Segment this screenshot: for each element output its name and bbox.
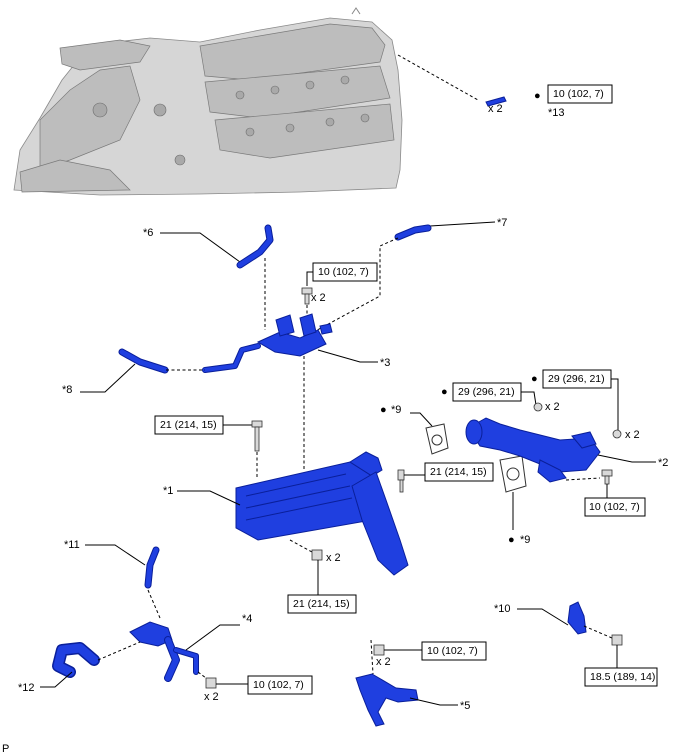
bullet-pipe-left: ● (441, 386, 448, 398)
torque-bracket10: 18.5 (189, 14) (590, 671, 655, 683)
callout-13: *13 (548, 107, 565, 119)
nut-left[interactable] (533, 402, 543, 412)
bracket-3[interactable] (256, 313, 333, 357)
leader-7 (429, 221, 496, 227)
callout-7: *7 (497, 217, 507, 229)
footer-code: P (2, 743, 9, 755)
torque-cooler-side: 21 (214, 15) (430, 466, 487, 478)
dash-pipe-bolt (565, 477, 601, 481)
bracket-5[interactable] (355, 673, 419, 727)
leader-3 (317, 349, 378, 363)
dash-4-bolt (197, 671, 207, 679)
bolt-pipe-bottom[interactable] (601, 469, 613, 485)
leader-5 (409, 697, 458, 706)
torque-box-cooler-bottom (287, 594, 357, 614)
hose-12[interactable] (52, 642, 100, 678)
quantity-bracket: x 2 (311, 292, 326, 304)
bolt-cooler-bottom[interactable] (311, 549, 323, 561)
bullet-pipe-right: ● (531, 373, 538, 385)
callout-5: *5 (460, 700, 470, 712)
leader-11 (85, 544, 146, 566)
dash-11-4 (147, 589, 161, 619)
bolt-cooler-side[interactable] (397, 469, 405, 493)
callout-9a: *9 (391, 404, 401, 416)
dash-10-bolt (583, 625, 613, 639)
torque-box-bracket5 (421, 641, 487, 661)
callout-2: *2 (658, 457, 668, 469)
pipe-8[interactable] (118, 343, 261, 374)
callout-9b: *9 (520, 534, 530, 546)
leader-4 (185, 624, 240, 651)
egr-pipe-2[interactable] (465, 417, 601, 483)
torque-box-top (547, 84, 613, 104)
leader-bracket-torque (306, 271, 313, 286)
callout-4: *4 (242, 613, 252, 625)
bracket-10[interactable] (567, 601, 587, 635)
gasket-9a[interactable] (425, 423, 449, 455)
quantity-top: x 2 (488, 103, 503, 115)
callout-3: *3 (380, 357, 390, 369)
bullet-top: ● (534, 90, 541, 102)
dash-5-bolt (370, 639, 374, 675)
quantity-pipe4: x 2 (204, 691, 219, 703)
bullet-9b: ● (508, 534, 515, 546)
quantity-nut-right: x 2 (625, 429, 640, 441)
engine-to-clip-line (397, 54, 479, 101)
torque-cooler-bottom: 21 (214, 15) (293, 598, 350, 610)
torque-box-pipe-bottom (584, 497, 646, 517)
torque-pipe4: 10 (102, 7) (253, 679, 304, 691)
leader-pipe-left (521, 391, 537, 406)
callout-6: *6 (143, 227, 153, 239)
dash-cooler-bottom (289, 539, 313, 553)
nut-right[interactable] (612, 429, 622, 439)
torque-bracket: 10 (102, 7) (318, 266, 369, 278)
leader-6 (160, 232, 241, 263)
torque-top: 10 (102, 7) (553, 88, 604, 100)
bolt-bracket10[interactable] (611, 634, 623, 646)
callout-1: *1 (163, 485, 173, 497)
callout-10: *10 (494, 603, 511, 615)
quantity-cooler: x 2 (326, 552, 341, 564)
callout-8: *8 (62, 384, 72, 396)
leader-8 (80, 363, 136, 393)
torque-box-pipe4 (247, 675, 313, 695)
callout-11: *11 (64, 539, 80, 551)
leader-pipe-right (611, 378, 619, 430)
quantity-bracket5: x 2 (376, 656, 391, 668)
leader-2 (597, 454, 656, 463)
pipe-7[interactable] (394, 224, 432, 241)
torque-cooler-top: 21 (214, 15) (160, 419, 217, 431)
leader-1 (177, 490, 241, 506)
gasket-9b[interactable] (499, 455, 527, 493)
torque-box-bracket10 (584, 667, 658, 687)
egr-cooler-1[interactable] (235, 451, 409, 576)
engine-bolt-details (92, 75, 370, 166)
dash-7-bracket (309, 237, 399, 335)
torque-box-cooler-side (424, 462, 494, 482)
bullet-9a: ● (380, 404, 387, 416)
bolt-cooler-top[interactable] (251, 420, 263, 452)
pipe-11[interactable] (144, 546, 160, 589)
engine-illustration (13, 7, 403, 196)
torque-pipe-bottom: 10 (102, 7) (589, 501, 640, 513)
pipe-4[interactable] (129, 621, 199, 682)
callout-12: *12 (18, 682, 35, 694)
bolt-bracket5[interactable] (373, 644, 385, 656)
quantity-nut-left: x 2 (545, 401, 560, 413)
clip-13[interactable] (485, 96, 507, 107)
bolt-bracket[interactable] (301, 287, 313, 305)
bolt-pipe4[interactable] (205, 677, 217, 689)
torque-bracket5: 10 (102, 7) (427, 645, 478, 657)
leader-10 (517, 608, 569, 626)
pipe-6[interactable] (236, 224, 274, 269)
torque-pipe-right: 29 (296, 21) (548, 373, 605, 385)
dash-12-4 (97, 641, 141, 661)
leader-12 (40, 671, 73, 688)
leader-9a (410, 412, 433, 427)
torque-pipe-left: 29 (296, 21) (458, 386, 515, 398)
